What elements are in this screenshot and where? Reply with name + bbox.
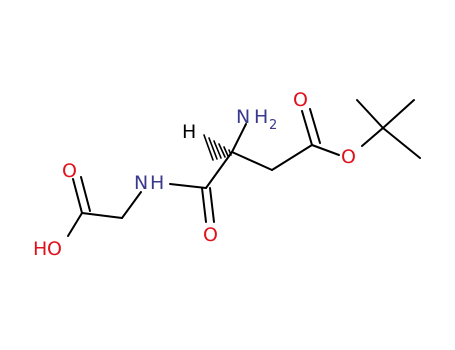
bond-acid-c-oh: [67, 212, 83, 237]
bond-tbu-ester-o: [361, 127, 384, 147]
bond-tbu-methyl-3: [382, 127, 421, 159]
atom-label-nh2-n: N: [236, 106, 250, 128]
bond-n-gly-ch2: [121, 191, 142, 219]
bond-ester-o-carbonyl: [311, 144, 340, 156]
atom-label-amide-n: N: [134, 172, 148, 194]
atom-label-ester-carbonyl-o: O: [293, 89, 308, 111]
bond-tbu-methyl-2: [382, 99, 415, 129]
bond-tbu-methyl-1: [356, 99, 384, 129]
hashed-wedge-bond: [203, 134, 232, 161]
bond-amide-c-o-double-b: [209, 187, 215, 223]
atom-label-chiral-h: H: [182, 121, 196, 143]
atom-labels: N H 2 H O O N H O O H O: [33, 89, 356, 260]
bond-ch2-alpha: [231, 151, 273, 171]
bond-gly-ch2-acid-c: [81, 212, 123, 219]
bond-carbonyl-ch2: [271, 144, 313, 171]
atom-label-ester-o: O: [341, 146, 356, 168]
atom-label-acid-oh-h: H: [33, 238, 47, 260]
atom-label-amide-o: O: [203, 224, 218, 246]
bond-alpha-amide-c: [205, 151, 233, 189]
bond-layer: [67, 99, 421, 237]
atom-label-nh2-subscript: 2: [269, 118, 277, 133]
atom-label-amide-h: H: [150, 172, 164, 194]
bond-ester-c-o-double-a: [301, 110, 313, 146]
bond-amide-c-o-double-a: [201, 187, 207, 223]
bond-ester-c-o-double-b: [309, 108, 321, 144]
bond-acid-c-o-double-b: [80, 176, 91, 212]
bond-acid-c-o-double-a: [72, 178, 83, 214]
atom-label-acid-carbonyl-o: O: [62, 160, 77, 182]
bond-alpha-nh2: [231, 123, 247, 153]
atom-label-acid-oh-o: O: [47, 238, 62, 260]
bond-amide-c-n: [169, 183, 207, 189]
atom-label-nh2-h: H: [254, 106, 268, 128]
